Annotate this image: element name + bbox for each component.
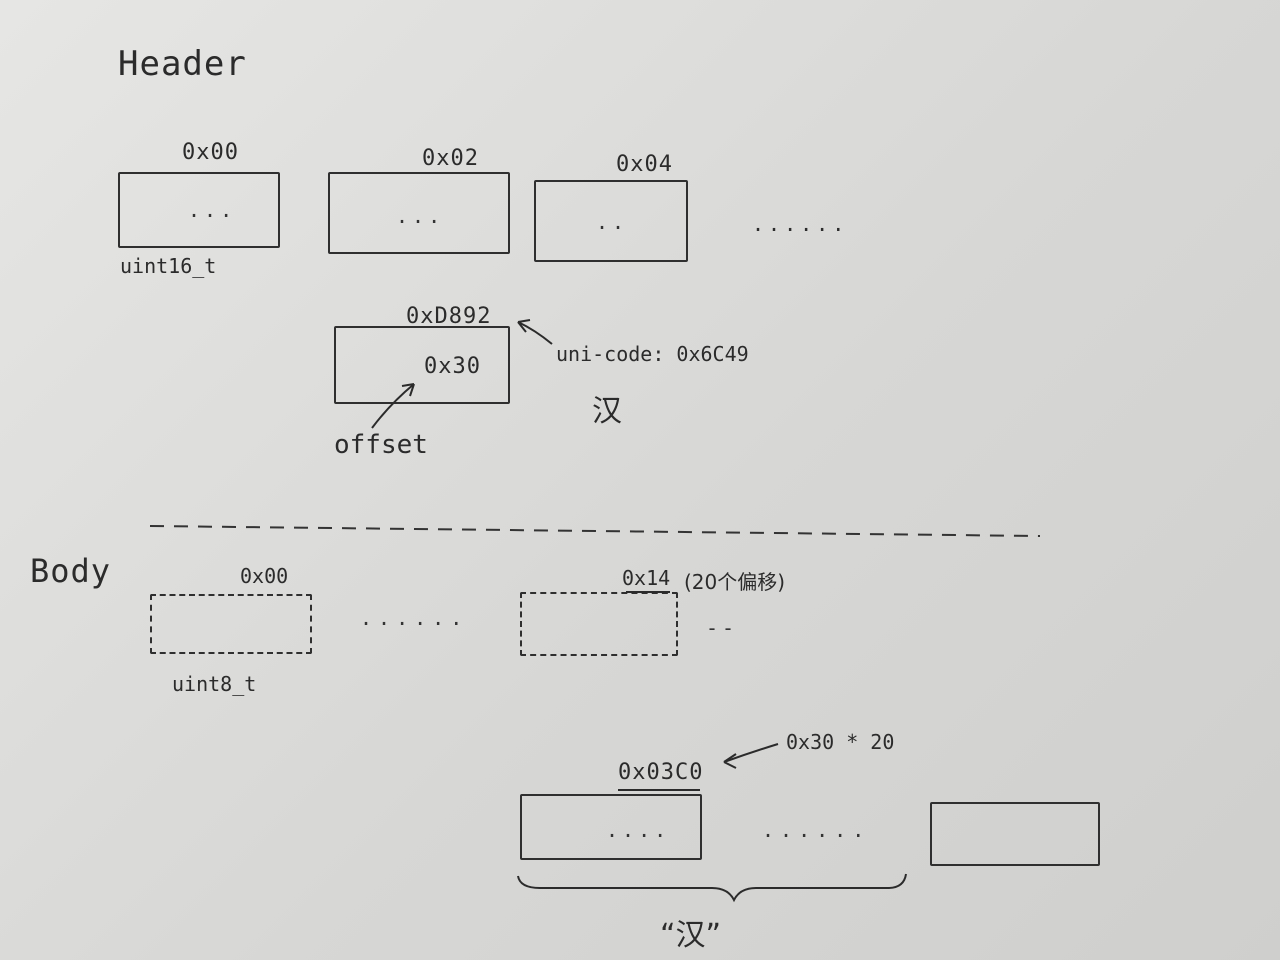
header-entry-cell [334, 326, 510, 404]
body-cell-start-address: 0x00 [240, 564, 289, 588]
header-title: Header [118, 44, 247, 84]
header-cell-0 [118, 172, 280, 248]
header-cell-2-address: 0x04 [616, 152, 673, 177]
offset-label: offset [334, 430, 428, 460]
header-cell-2 [534, 180, 688, 262]
body-cell-20 [520, 592, 678, 656]
glyph-ellipsis: ...... [762, 818, 871, 842]
header-cell-1-dots: ... [396, 204, 445, 228]
glyph-cell-last [930, 802, 1100, 866]
glyph-formula: 0x30 * 20 [786, 730, 895, 754]
glyph-address: 0x03C0 [618, 760, 704, 785]
header-entry-address: 0xD892 [406, 304, 492, 329]
body-ellipsis-2: -- [706, 616, 739, 640]
header-cell-0-dots: ... [188, 198, 237, 222]
header-cell-1 [328, 172, 510, 254]
glyph-cell-first [520, 794, 702, 860]
body-cell-20-address: 0x14 [622, 566, 671, 590]
header-entry-value: 0x30 [424, 354, 481, 379]
header-cell-0-address: 0x00 [182, 140, 239, 165]
body-cell-20-note: (20个偏移) [684, 570, 786, 594]
body-cell-type: uint8_t [172, 672, 257, 696]
glyph-label: “汉” [660, 918, 722, 953]
unicode-glyph: 汉 [592, 394, 622, 429]
glyph-cell-first-dots: .... [606, 818, 671, 842]
body-cell-start [150, 594, 312, 654]
header-ellipsis: ...... [752, 212, 849, 236]
header-cell-2-dots: .. [596, 210, 629, 234]
header-cell-type: uint16_t [120, 254, 217, 278]
body-title: Body [30, 552, 112, 590]
unicode-note: uni-code: 0x6C49 [556, 342, 749, 366]
body-ellipsis-1: ...... [360, 606, 469, 630]
header-cell-1-address: 0x02 [422, 146, 479, 171]
